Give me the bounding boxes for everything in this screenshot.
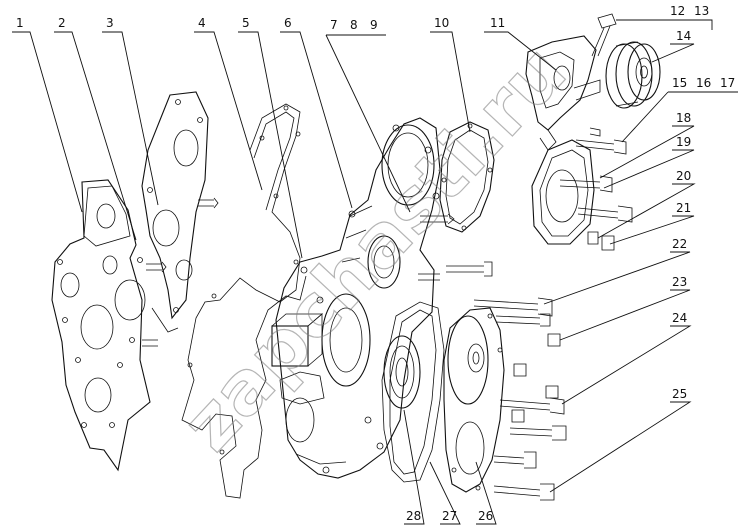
leader-12-13 — [616, 19, 713, 30]
part-15-16-17-bolts — [575, 127, 627, 155]
part-11-bracket — [525, 35, 601, 151]
leader-25 — [549, 401, 692, 493]
part-4-large-gasket — [181, 103, 307, 499]
part-1-front-plate — [51, 179, 151, 472]
callout-3: 3 — [106, 16, 114, 30]
part-28-oil-seal — [383, 335, 421, 409]
leader-lines — [12, 19, 738, 525]
callout-8: 8 — [350, 18, 358, 32]
leader-4 — [194, 31, 263, 191]
leader-3 — [102, 31, 159, 206]
part-14-pulley — [605, 41, 661, 109]
callout-26: 26 — [478, 509, 493, 523]
leader-19 — [603, 149, 695, 189]
callout-4: 4 — [198, 16, 206, 30]
leader-26 — [475, 461, 497, 525]
leader-18 — [599, 125, 695, 179]
part-27-gasket — [381, 301, 445, 483]
callout-27: 27 — [442, 509, 457, 523]
callout-18: 18 — [676, 111, 691, 125]
part-18-19-water-pump — [531, 139, 633, 245]
callout-21: 21 — [676, 201, 691, 215]
leader-7-8-9 — [325, 34, 411, 213]
leader-10 — [430, 31, 471, 133]
leader-5 — [238, 31, 303, 259]
callout-22: 22 — [672, 237, 687, 251]
callout-19: 19 — [676, 135, 691, 149]
part-26-front-cover — [443, 307, 505, 493]
leader-24 — [561, 325, 692, 405]
callout-17: 17 — [720, 76, 735, 90]
callout-5: 5 — [242, 16, 250, 30]
leader-11 — [484, 31, 557, 71]
leader-2 — [54, 31, 137, 241]
callout-23: 23 — [672, 275, 687, 289]
callout-11: 11 — [490, 16, 505, 30]
callout-25: 25 — [672, 387, 687, 401]
callout-6: 6 — [284, 16, 292, 30]
leader-28 — [403, 409, 425, 525]
leader-15-16-17 — [621, 91, 738, 143]
leader-23 — [559, 289, 691, 341]
part-3-housing-plate — [141, 91, 219, 347]
part-2-gasket — [83, 185, 131, 247]
callout-7: 7 — [330, 18, 338, 32]
callout-14: 14 — [676, 29, 691, 43]
callout-9: 9 — [370, 18, 378, 32]
callout-16: 16 — [696, 76, 711, 90]
watermark-text: zapchasti.ru — [166, 29, 582, 467]
leader-20 — [597, 183, 696, 239]
callout-12: 12 — [670, 4, 685, 18]
part-20-21-small-bolts — [587, 231, 615, 251]
callout-2: 2 — [58, 16, 66, 30]
leader-21 — [609, 215, 695, 245]
callout-10: 10 — [434, 16, 449, 30]
part-10-gasket-ring — [439, 121, 495, 233]
part-12-13-fasteners — [591, 13, 617, 57]
callout-numbers: 1 2 3 4 5 6 7 8 9 10 11 12 13 14 15 16 1… — [16, 4, 735, 523]
leader-27 — [429, 461, 461, 525]
leader-6 — [280, 31, 353, 209]
callout-1: 1 — [16, 16, 24, 30]
leader-1 — [12, 31, 83, 213]
callout-28: 28 — [406, 509, 421, 523]
part-5-6-timing-case — [271, 117, 493, 479]
callout-15: 15 — [672, 76, 687, 90]
callout-24: 24 — [672, 311, 687, 325]
callout-20: 20 — [676, 169, 691, 183]
leader-14 — [651, 43, 695, 63]
leader-22 — [543, 251, 691, 305]
callout-13: 13 — [694, 4, 709, 18]
part-22-25-long-bolts — [473, 297, 567, 501]
